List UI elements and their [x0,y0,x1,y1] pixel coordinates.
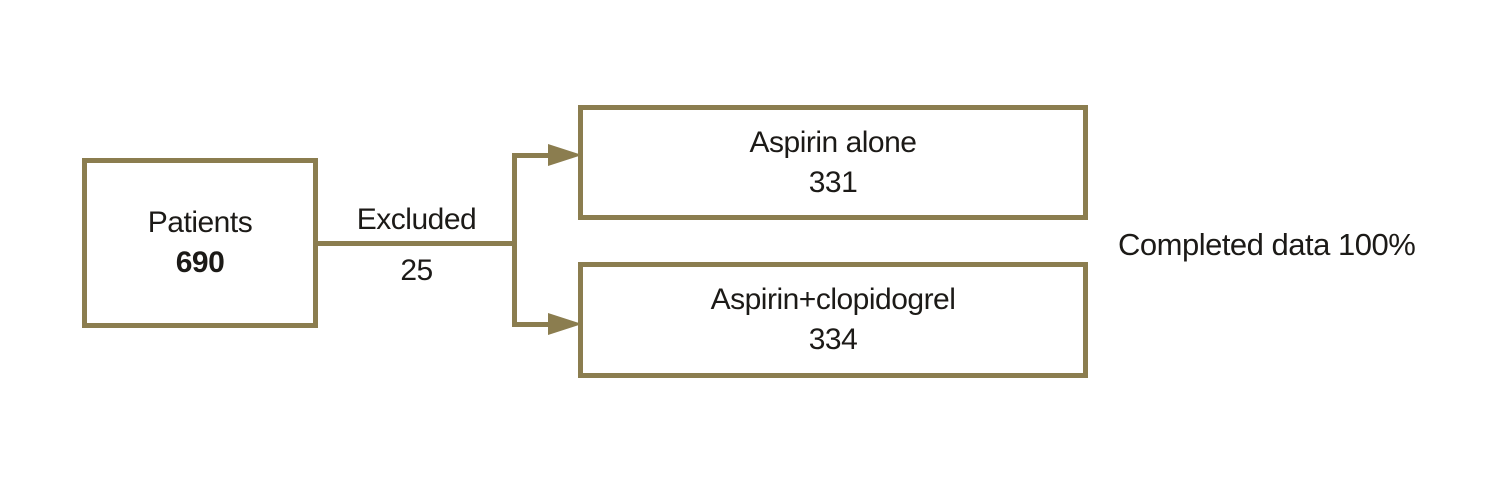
connector-arm-bottom [512,322,552,327]
node-aspirin-clopidogrel-value: 334 [808,323,858,356]
edge-excluded-value: 25 [400,254,433,287]
completed-data-annotation: Completed data 100% [1118,227,1416,262]
node-aspirin-clopidogrel-label: Aspirin+clopidogrel [710,283,956,316]
node-aspirin-alone-value: 331 [808,165,858,199]
node-patients-label: Patients [147,206,253,239]
arrowhead-bottom-icon [548,313,582,335]
edge-excluded-label: Excluded [356,203,477,236]
node-aspirin-alone-label: Aspirin alone [749,125,917,159]
node-patients-value: 690 [175,246,225,279]
connector-branch-line [512,153,517,327]
connector-arm-top [512,153,552,158]
node-patients: Patients 690 [82,158,318,328]
node-aspirin-clopidogrel: Aspirin+clopidogrel 334 [578,262,1088,378]
node-aspirin-alone: Aspirin alone 331 [578,105,1088,220]
arrowhead-top-icon [548,144,582,166]
connector-main-line [318,241,515,246]
